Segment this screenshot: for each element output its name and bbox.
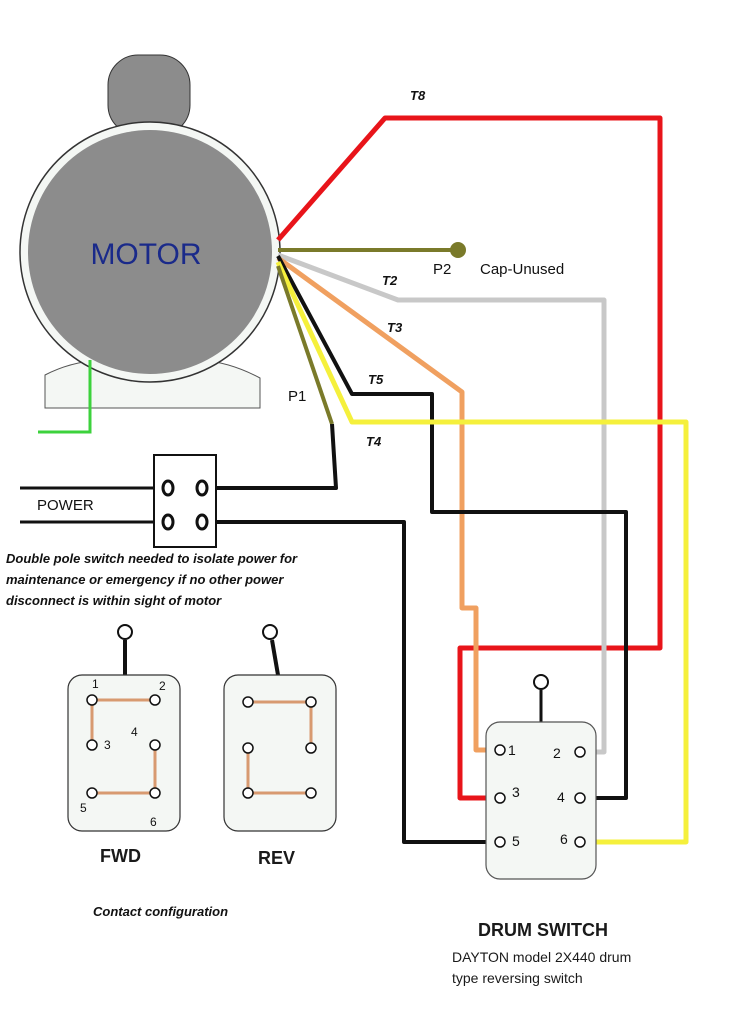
wire-p1-power [205, 423, 338, 490]
fwd-terminal [86, 694, 98, 706]
switch-note-line-1: Double pole switch needed to isolate pow… [6, 551, 298, 566]
rev-terminal [305, 696, 317, 708]
fwd-terminal [149, 787, 161, 799]
label-t5: T5 [368, 372, 384, 387]
label-t2: T2 [382, 273, 398, 288]
drum-switch-title: DRUM SWITCH [478, 920, 608, 940]
drum-terminal-num: 4 [557, 789, 565, 805]
drum-terminal-num: 1 [508, 742, 516, 758]
label-power: POWER [37, 497, 94, 514]
contact-config-caption: Contact configuration [93, 904, 228, 919]
switch-contact [161, 513, 175, 531]
wire-t4 [275, 260, 689, 845]
drum-switch-subtitle-2: type reversing switch [452, 970, 583, 986]
drum-terminal [494, 836, 506, 848]
switch-contact [195, 513, 209, 531]
drum-terminal-num: 5 [512, 833, 520, 849]
switch-contact [195, 479, 209, 497]
wire-t5 [276, 255, 628, 800]
motor: MOTOR [19, 54, 281, 409]
drum-terminal-num: 2 [553, 745, 561, 761]
wire-power-to-drum [205, 520, 500, 844]
fwd-terminal-num: 5 [80, 801, 87, 815]
switch-contact [161, 479, 175, 497]
drum-terminal [494, 792, 506, 804]
motor-label: MOTOR [90, 238, 201, 271]
rev-terminal [305, 787, 317, 799]
switch-note-line-2: maintenance or emergency if no other pow… [6, 572, 284, 587]
label-t3: T3 [387, 320, 403, 335]
rev-terminal [242, 787, 254, 799]
drum-terminal-num: 3 [512, 784, 520, 800]
switch-note-line-3: disconnect is within sight of motor [6, 593, 222, 608]
rev-box [223, 674, 337, 832]
label-p1: P1 [288, 388, 306, 405]
fwd-terminal-num: 2 [159, 679, 166, 693]
rev-terminal [242, 696, 254, 708]
fwd-terminal [149, 739, 161, 751]
label-cap-unused: Cap-Unused [480, 261, 564, 278]
drum-terminal-num: 6 [560, 831, 568, 847]
rev-terminal [305, 742, 317, 754]
drum-terminal [574, 836, 586, 848]
ground-wire [38, 360, 92, 434]
motor-body [28, 130, 272, 374]
fwd-terminal-num: 4 [131, 725, 138, 739]
double-pole-switch [153, 454, 217, 548]
switch-box [153, 454, 217, 548]
drum-terminal [574, 792, 586, 804]
fwd-handle-knob [117, 624, 133, 640]
rev-handle-knob [262, 624, 278, 640]
wire-p1 [276, 265, 334, 425]
label-p2: P2 [433, 261, 451, 278]
fwd-label: FWD [100, 846, 141, 866]
fwd-terminal-num: 6 [150, 815, 157, 829]
fwd-terminal-num: 1 [92, 677, 99, 691]
rev-label: REV [258, 848, 295, 868]
p2-cap-dot [450, 242, 466, 258]
rev-terminal [242, 742, 254, 754]
drum-switch-subtitle-1: DAYTON model 2X440 drum [452, 949, 631, 965]
drum-terminal [574, 746, 586, 758]
fwd-contact-config: 1 2 3 4 5 6 [67, 624, 181, 832]
rev-contact-config [223, 624, 337, 832]
drum-handle-knob [533, 674, 549, 690]
label-t4: T4 [366, 434, 382, 449]
drum-switch-box [485, 721, 597, 880]
label-t8: T8 [410, 88, 426, 103]
drum-terminal [494, 744, 506, 756]
fwd-terminal [86, 787, 98, 799]
drum-switch: 1 2 3 4 5 6 [485, 674, 597, 880]
wire-t3 [276, 255, 500, 753]
fwd-terminal [86, 739, 98, 751]
fwd-terminal-num: 3 [104, 738, 111, 752]
fwd-terminal [149, 694, 161, 706]
rev-handle [270, 639, 280, 676]
